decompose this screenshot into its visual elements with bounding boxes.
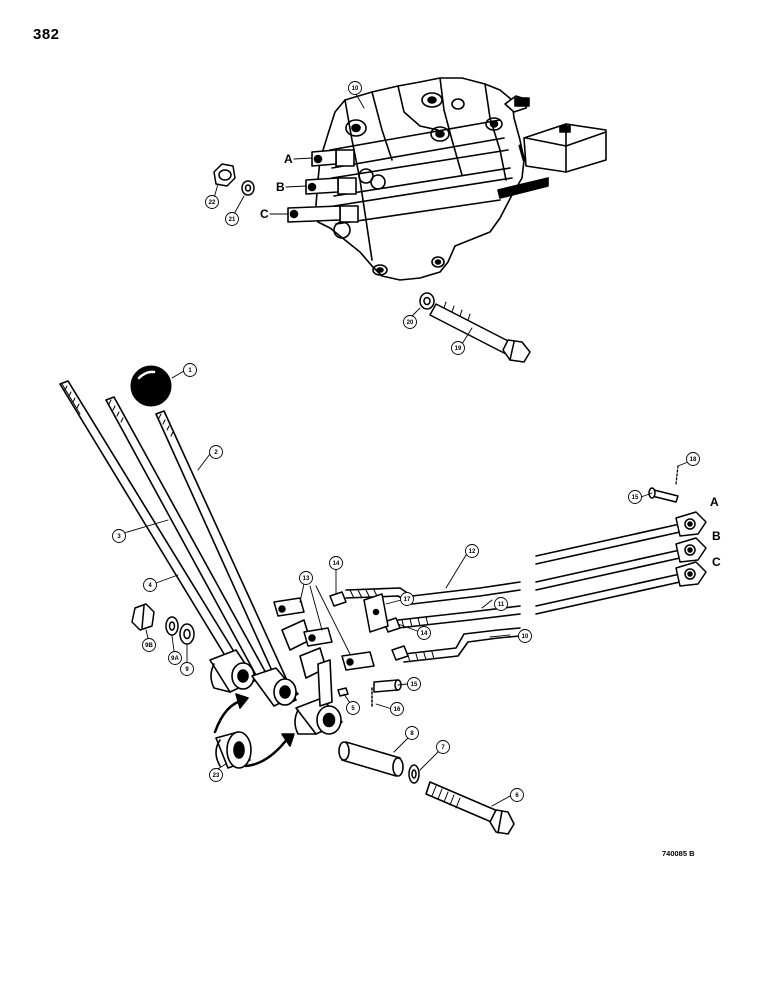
callout-2: 2 <box>209 445 223 459</box>
washer <box>408 764 420 784</box>
washer <box>241 180 255 196</box>
rod-clevises-left <box>273 591 409 709</box>
callout-8: 8 <box>405 726 419 740</box>
callout-14-upper: 14 <box>329 556 343 570</box>
rod-letter-a: A <box>710 495 719 509</box>
svg-text:9B: 9B <box>145 643 153 649</box>
washer <box>165 616 179 636</box>
callout-12: 12 <box>465 544 479 558</box>
control-valve <box>287 77 607 281</box>
callout-10: 10 <box>518 629 532 643</box>
hex-nut <box>213 163 236 187</box>
svg-text:3: 3 <box>117 534 121 540</box>
callout-16: 16 <box>390 702 404 716</box>
callout-21: 21 <box>225 212 239 226</box>
svg-text:5: 5 <box>351 706 355 712</box>
svg-text:9A: 9A <box>171 656 179 662</box>
svg-text:10: 10 <box>352 86 359 92</box>
callout-14-lower: 14 <box>417 626 431 640</box>
cotter-pin <box>675 465 679 485</box>
svg-text:23: 23 <box>213 773 220 779</box>
valve-letter-c: C <box>260 207 269 221</box>
rod-letter-c: C <box>712 555 721 569</box>
callout-18: 18 <box>686 452 700 466</box>
callout-1: 1 <box>183 363 197 377</box>
callout-6: 6 <box>510 788 524 802</box>
callout-23: 23 <box>209 768 223 782</box>
lever-knob <box>130 365 172 407</box>
control-levers <box>59 380 297 705</box>
callout-7: 7 <box>436 740 450 754</box>
callout-15-upper: 15 <box>628 490 642 504</box>
valve-letter-a: A <box>284 152 293 166</box>
hex-nut <box>131 603 155 631</box>
washer <box>179 623 195 645</box>
svg-text:11: 11 <box>498 602 505 608</box>
callout-22: 22 <box>205 195 219 209</box>
spacer-tube <box>338 741 404 777</box>
callout-9b: 9B <box>142 638 156 652</box>
figure-code: 740085 B <box>662 849 695 858</box>
svg-text:15: 15 <box>632 495 639 501</box>
callout-3: 3 <box>112 529 126 543</box>
svg-text:21: 21 <box>229 217 236 223</box>
linkage-rods <box>345 523 681 663</box>
callout-20: 20 <box>403 315 417 329</box>
valve-letter-b: B <box>276 180 285 194</box>
bushing <box>213 693 295 769</box>
svg-text:7: 7 <box>441 745 445 751</box>
callout-9: 9 <box>180 662 194 676</box>
svg-text:6: 6 <box>515 793 519 799</box>
svg-text:20: 20 <box>407 320 414 326</box>
callout-4: 4 <box>143 578 157 592</box>
rod-clevises <box>675 511 707 587</box>
svg-text:4: 4 <box>148 583 152 589</box>
svg-text:17: 17 <box>404 597 411 603</box>
lever-hubs <box>209 619 343 735</box>
callout-10-valve: 10 <box>348 81 362 95</box>
svg-text:9: 9 <box>185 667 189 673</box>
svg-text:14: 14 <box>333 561 340 567</box>
svg-text:8: 8 <box>410 731 414 737</box>
clevis-pin <box>648 487 679 503</box>
svg-text:13: 13 <box>303 576 310 582</box>
svg-text:1: 1 <box>188 368 192 374</box>
svg-text:2: 2 <box>214 450 218 456</box>
svg-text:10: 10 <box>522 634 529 640</box>
callout-15-lower: 15 <box>407 677 421 691</box>
svg-text:12: 12 <box>469 549 476 555</box>
svg-text:19: 19 <box>455 346 462 352</box>
svg-text:18: 18 <box>690 457 697 463</box>
callout-19: 19 <box>451 341 465 355</box>
svg-text:22: 22 <box>209 200 216 206</box>
callout-11: 11 <box>494 597 508 611</box>
svg-text:15: 15 <box>411 682 418 688</box>
page-number: 382 <box>33 26 60 43</box>
hex-bolt <box>425 781 515 835</box>
callout-13: 13 <box>299 571 313 585</box>
washer <box>419 292 435 310</box>
callout-17: 17 <box>400 592 414 606</box>
svg-text:14: 14 <box>421 631 428 637</box>
callout-9a: 9A <box>168 651 182 665</box>
rod-letter-b: B <box>712 529 721 543</box>
hex-bolt <box>429 301 531 363</box>
callout-5: 5 <box>346 701 360 715</box>
svg-text:16: 16 <box>394 707 401 713</box>
